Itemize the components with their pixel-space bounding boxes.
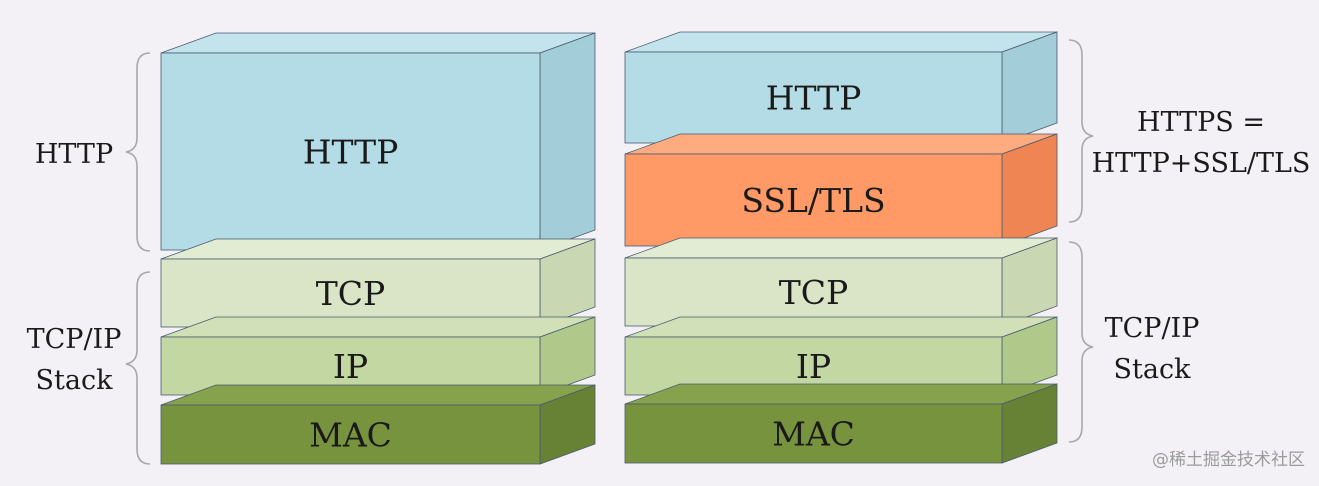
left-layer-tcp: TCP (160, 238, 596, 328)
right-tcpip-brace-label-line1: TCP/IP (1105, 313, 1200, 344)
right-layer-ssl-tls: SSL/TLS (624, 133, 1058, 247)
left-layer-tcp-label: TCP (316, 274, 385, 313)
left-http-brace (125, 52, 151, 252)
right-layer-ip-top-face (624, 316, 1058, 338)
right-layer-mac-front-face (624, 403, 1003, 464)
left-layer-mac-front-face (160, 404, 541, 465)
right-layer-ssl-tls-front-face (624, 153, 1003, 247)
right-https-brace-label-line1: HTTPS = (1137, 107, 1265, 138)
left-layer-ip: IP (160, 316, 596, 396)
left-layer-http-label: HTTP (303, 132, 399, 171)
right-tcpip-brace-label-line2: Stack (1114, 354, 1192, 385)
left-layer-ip-label: IP (333, 347, 368, 386)
watermark: @稀土掘金技术社区 (1152, 450, 1305, 470)
right-layer-http-side-face (1001, 31, 1058, 144)
right-layer-tcp: TCP (624, 237, 1058, 327)
left-layer-http-side-face (539, 32, 596, 251)
left-layer-mac-label: MAC (309, 415, 392, 454)
right-layer-ssl-tls-label: SSL/TLS (741, 181, 885, 220)
left-layer-ip-top-face (160, 316, 596, 338)
left-layer-http-front-face (160, 52, 541, 251)
right-tcpip-brace (1068, 241, 1094, 443)
right-layer-ip-label: IP (796, 347, 831, 386)
left-layer-mac-top-face (160, 384, 596, 406)
left-tcpip-brace (125, 271, 151, 465)
left-layer-http: HTTP (160, 32, 596, 251)
right-https-brace (1068, 39, 1094, 223)
left-tcpip-brace-label-line2: Stack (36, 365, 114, 396)
right-layer-mac-top-face (624, 383, 1058, 405)
right-layer-http-label: HTTP (766, 78, 862, 117)
left-http-brace-label: HTTP (35, 139, 113, 170)
left-layer-http-top-face (160, 32, 596, 54)
right-layer-http-top-face (624, 31, 1058, 53)
right-layer-http: HTTP (624, 31, 1058, 144)
right-layer-ssl-tls-top-face (624, 133, 1058, 155)
right-layer-http-front-face (624, 51, 1003, 144)
left-layer-mac: MAC (160, 384, 596, 465)
right-https-brace-label-line2: HTTP+SSL/TLS (1092, 148, 1311, 179)
left-tcpip-brace-label-line1: TCP/IP (27, 324, 122, 355)
right-layer-tcp-front-face (624, 257, 1003, 327)
right-layer-tcp-top-face (624, 237, 1058, 259)
right-layer-ip: IP (624, 316, 1058, 396)
right-layer-tcp-label: TCP (779, 273, 848, 312)
right-layer-mac-label: MAC (772, 414, 855, 453)
right-layer-mac: MAC (624, 383, 1058, 464)
left-layer-tcp-top-face (160, 238, 596, 260)
right-layer-ssl-tls-side-face (1001, 133, 1058, 247)
